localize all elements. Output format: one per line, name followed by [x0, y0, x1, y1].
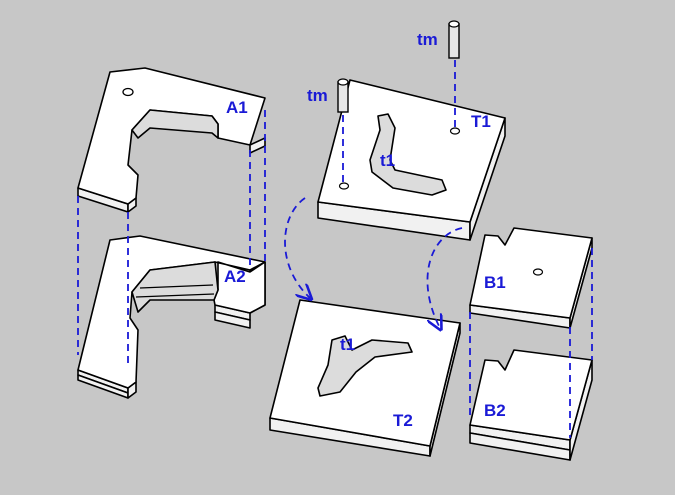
part-a1 [77, 67, 266, 213]
part-b2 [469, 349, 593, 461]
label-b2: B2 [484, 401, 506, 420]
label-t2: T2 [393, 411, 413, 430]
label-tm-left: tm [307, 86, 328, 105]
arrow-t1-to-t2 [284, 197, 310, 298]
label-t1-on-t2: t1 [340, 335, 355, 354]
part-a2 [77, 235, 266, 399]
pin-left [337, 78, 349, 113]
label-t1: T1 [471, 112, 491, 131]
alignment-guides [77, 60, 593, 438]
label-a2: A2 [224, 267, 246, 286]
part-t2 [269, 299, 461, 457]
part-t1 [317, 79, 506, 241]
arrow-t1-to-t2-right [426, 227, 463, 328]
label-tm-right: tm [417, 30, 438, 49]
part-b1 [469, 227, 593, 329]
label-b1: B1 [484, 273, 506, 292]
pin-right [448, 20, 460, 59]
label-a1: A1 [226, 98, 248, 117]
label-t1-pocket: t1 [380, 151, 395, 170]
